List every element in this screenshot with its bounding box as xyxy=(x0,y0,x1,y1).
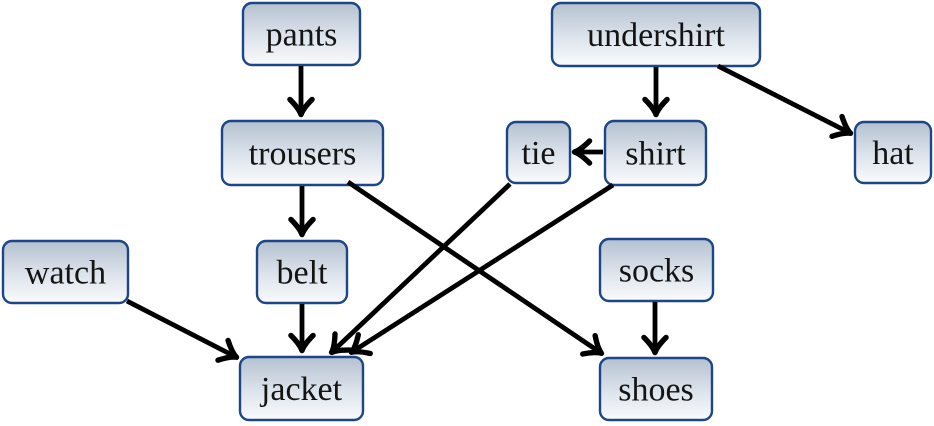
edge-trousers-to-shoes xyxy=(346,180,605,357)
edge-shirt-to-jacket xyxy=(348,182,615,357)
node-box-shoes xyxy=(598,356,714,422)
edge-tie-to-jacket xyxy=(328,182,512,356)
node-box-hat xyxy=(853,120,933,185)
node-label-tie: tie xyxy=(522,135,556,172)
node-label-trousers: trousers xyxy=(249,136,357,173)
node-box-pants xyxy=(241,1,362,67)
node-shirt: shirt xyxy=(603,119,708,187)
node-label-jacket: jacket xyxy=(260,371,343,408)
node-label-undershirt: undershirt xyxy=(587,17,725,54)
node-label-watch: watch xyxy=(25,255,106,292)
node-label-socks: socks xyxy=(619,253,695,290)
node-box-jacket xyxy=(238,355,365,422)
node-undershirt: undershirt xyxy=(550,1,762,68)
node-box-belt xyxy=(255,239,349,305)
node-belt: belt xyxy=(255,239,349,305)
node-label-shoes: shoes xyxy=(618,372,694,409)
node-label-pants: pants xyxy=(266,17,338,54)
edges-layer xyxy=(125,63,854,363)
node-box-socks xyxy=(598,237,715,303)
node-trousers: trousers xyxy=(220,119,385,187)
node-box-tie xyxy=(505,120,572,185)
node-label-belt: belt xyxy=(277,255,329,292)
node-socks: socks xyxy=(598,237,715,303)
edge-watch-to-jacket xyxy=(125,298,240,363)
node-label-hat: hat xyxy=(872,135,914,172)
node-shoes: shoes xyxy=(598,356,714,422)
node-box-watch xyxy=(1,239,130,305)
node-box-trousers xyxy=(220,119,385,187)
node-pants: pants xyxy=(241,1,362,67)
node-box-undershirt xyxy=(550,1,762,68)
edge-undershirt-to-hat xyxy=(716,63,854,139)
node-jacket: jacket xyxy=(238,355,365,422)
node-tie: tie xyxy=(505,120,572,185)
node-box-shirt xyxy=(603,119,708,187)
node-label-shirt: shirt xyxy=(625,136,686,173)
node-hat: hat xyxy=(853,120,933,185)
node-watch: watch xyxy=(1,239,130,305)
